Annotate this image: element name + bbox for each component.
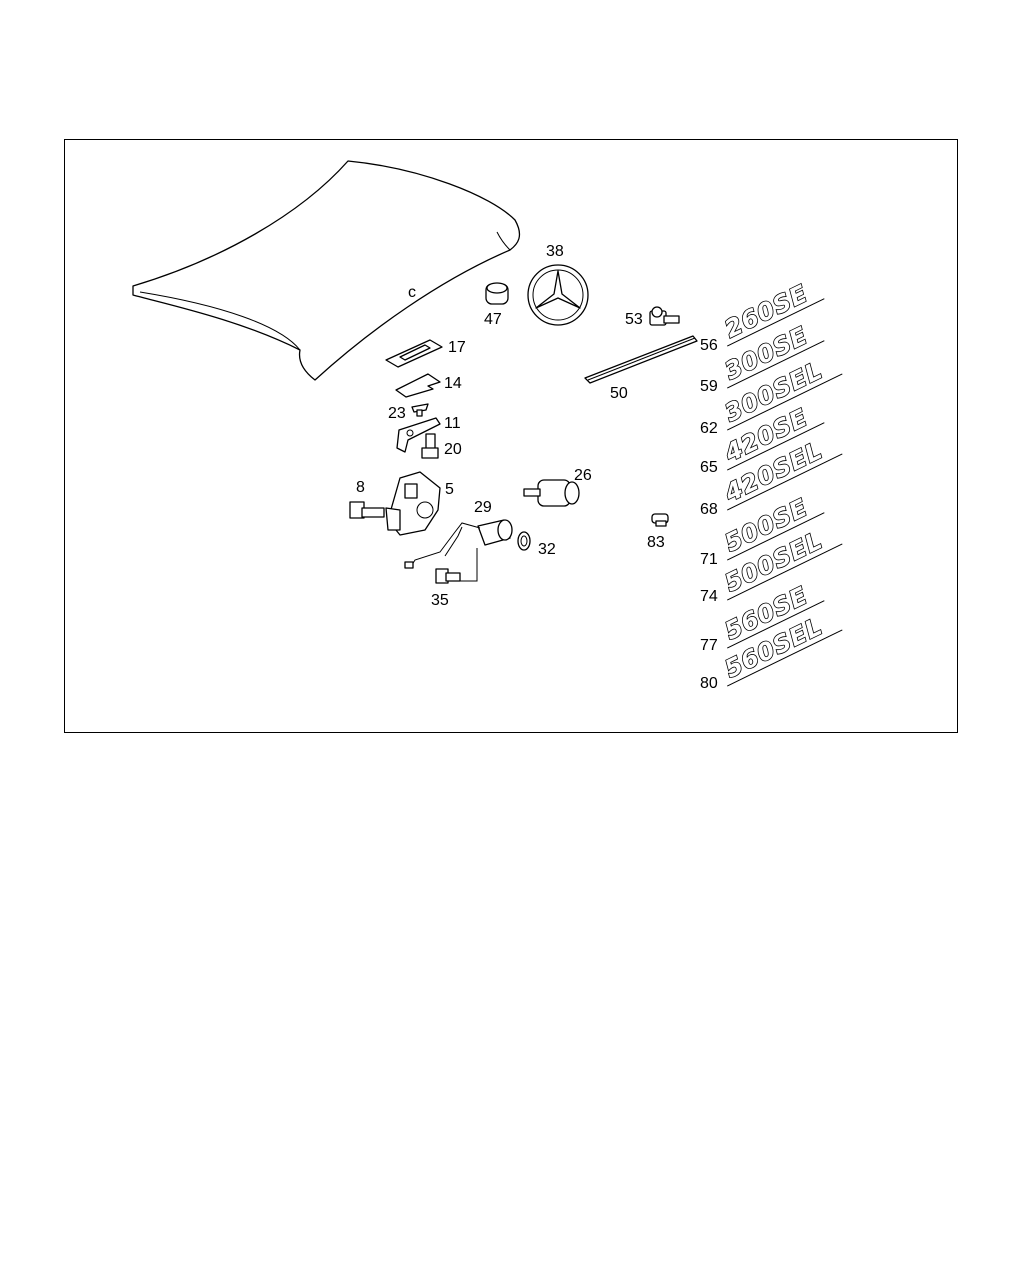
callout-26: 26 xyxy=(574,467,592,484)
lock-cylinder xyxy=(523,479,580,507)
bracket-part xyxy=(396,417,441,453)
seal-ring xyxy=(517,531,531,551)
callout-32: 32 xyxy=(538,541,556,558)
gasket-part xyxy=(395,373,441,398)
callout-62: 62 xyxy=(700,420,718,437)
small-bolt xyxy=(411,403,429,417)
trunk-lid: c xyxy=(132,160,521,381)
callout-65: 65 xyxy=(700,459,718,476)
svg-text:c: c xyxy=(408,284,416,301)
callout-35: 35 xyxy=(431,592,449,609)
plate-part xyxy=(385,339,443,368)
callout-80: 80 xyxy=(700,675,718,692)
callout-71: 71 xyxy=(700,551,718,568)
callout-47: 47 xyxy=(484,311,502,328)
plug-part xyxy=(485,282,509,305)
small-screw xyxy=(651,513,669,527)
callout-8: 8 xyxy=(356,479,365,496)
callout-74: 74 xyxy=(700,588,718,605)
callout-68: 68 xyxy=(700,501,718,518)
callout-38: 38 xyxy=(546,243,564,260)
screw-part xyxy=(435,568,461,584)
callout-23: 23 xyxy=(388,405,406,422)
callout-20: 20 xyxy=(444,441,462,458)
callout-56: 56 xyxy=(700,337,718,354)
callout-14: 14 xyxy=(444,375,462,392)
lock-part xyxy=(385,471,441,536)
callout-83: 83 xyxy=(647,534,665,551)
model-badges: 260SE 300SE 300SEL 420SE 420SEL 500SE 50… xyxy=(719,279,843,687)
callout-77: 77 xyxy=(700,637,718,654)
trim-strip xyxy=(584,335,698,384)
rod-assembly xyxy=(404,519,513,582)
callout-59: 59 xyxy=(700,378,718,395)
callout-17: 17 xyxy=(448,339,466,356)
callout-53: 53 xyxy=(625,311,643,328)
callout-labels: 38 47 53 50 17 14 23 11 20 8 5 26 29 32 … xyxy=(356,243,718,692)
star-emblem xyxy=(527,264,589,326)
clip-part xyxy=(649,306,680,326)
hex-bolt xyxy=(349,501,385,519)
callout-50: 50 xyxy=(610,385,628,402)
callout-11: 11 xyxy=(444,415,461,432)
bolt-part xyxy=(421,433,439,459)
callout-29: 29 xyxy=(474,499,492,516)
callout-5: 5 xyxy=(445,481,454,498)
